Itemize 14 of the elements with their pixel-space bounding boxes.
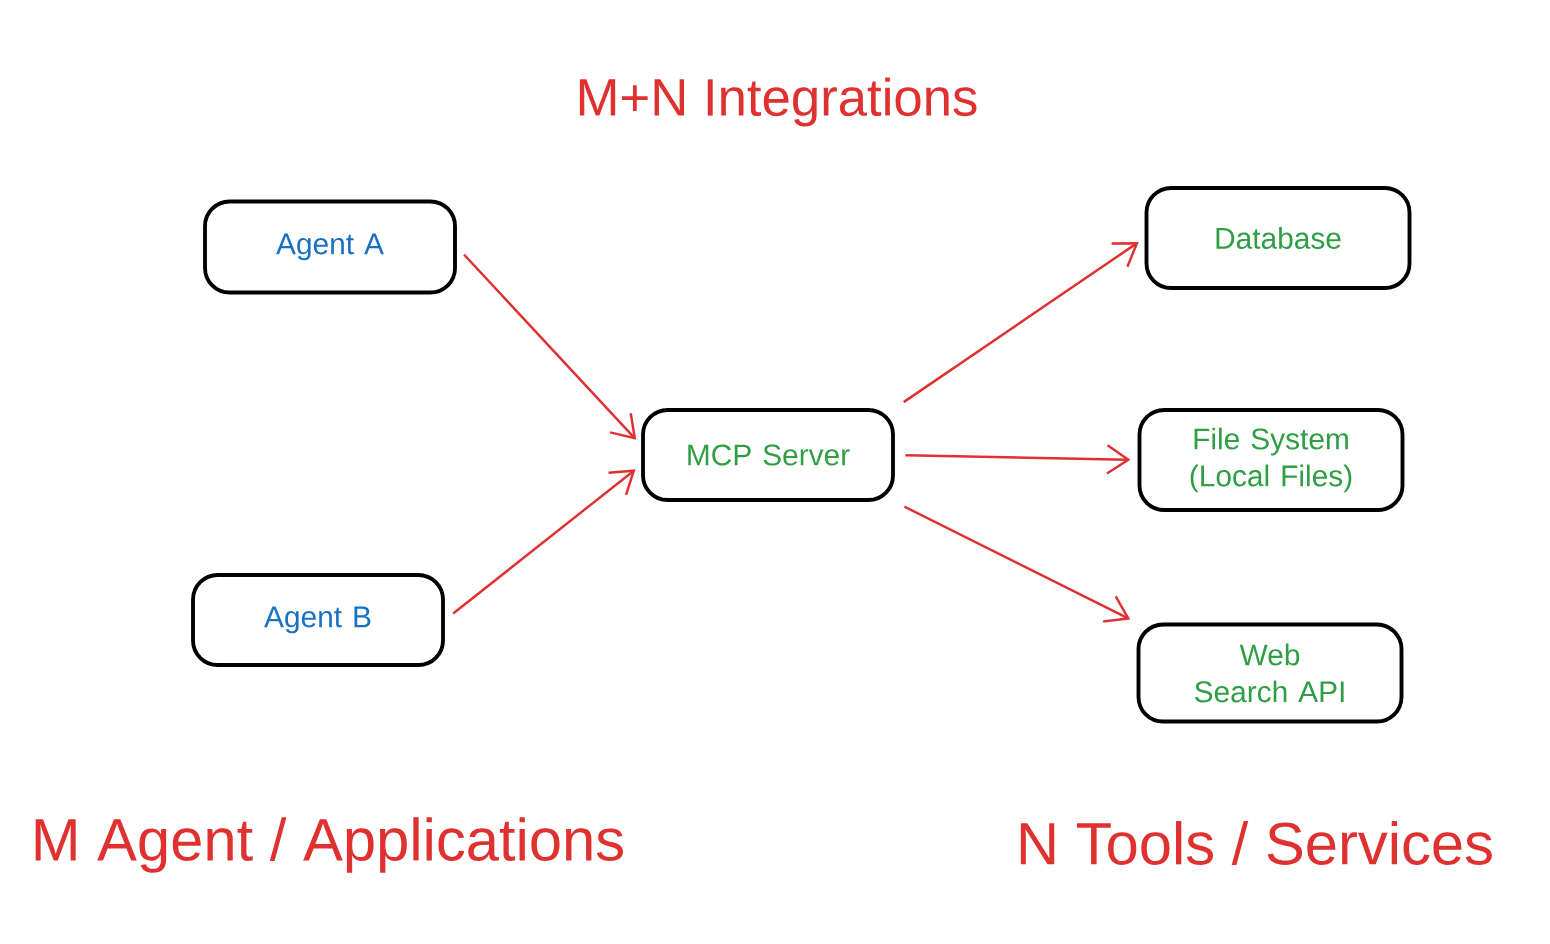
process-box: Web Search API: [1136, 622, 1404, 724]
arrow: [452, 469, 636, 615]
process-box: Agent B: [191, 573, 445, 667]
arrow: [902, 241, 1139, 404]
arrow: [463, 253, 637, 440]
group-label: M Agent / Applications: [35, 817, 623, 873]
process-box: MCP Server: [641, 408, 895, 502]
group-label: N Tools / Services: [1020, 821, 1492, 865]
process-box: Agent A: [203, 199, 457, 295]
title: M+N Integrations: [579, 77, 977, 127]
arrow: [905, 444, 1131, 475]
arrow: [903, 505, 1131, 623]
process-box: File System (Local Files): [1137, 408, 1405, 512]
process-box: Database: [1144, 186, 1412, 290]
